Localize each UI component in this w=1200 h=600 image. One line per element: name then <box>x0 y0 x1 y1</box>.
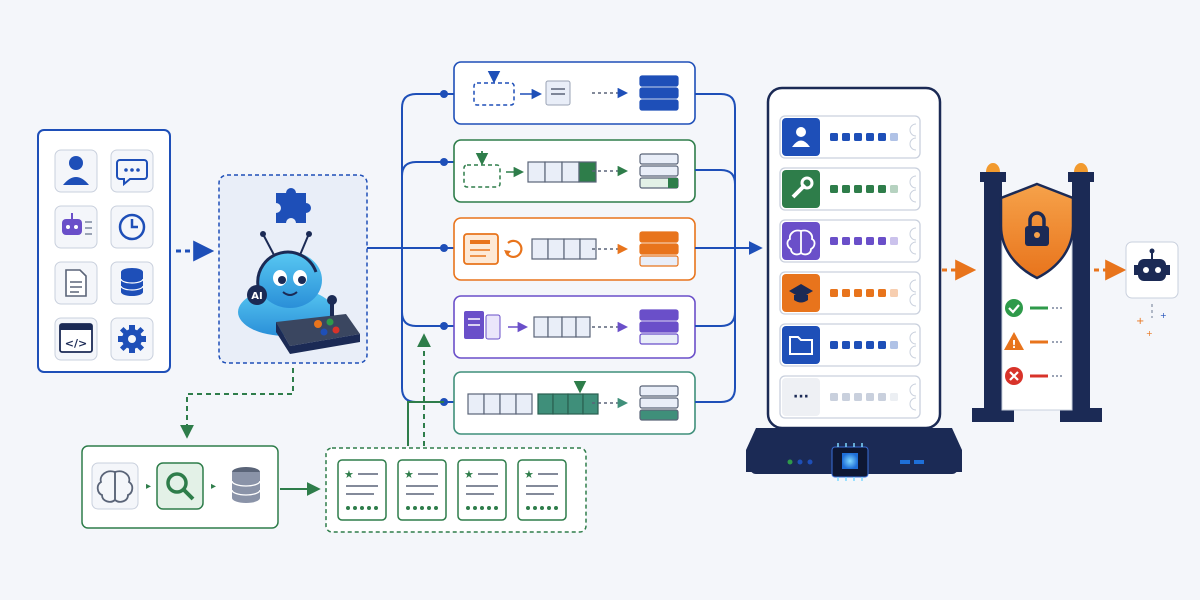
pipeline-rows <box>453 61 696 435</box>
token-cell <box>547 238 565 260</box>
token-cell <box>578 161 597 183</box>
pipeline-orange <box>453 217 696 281</box>
star-icon: ★ <box>344 468 354 481</box>
token-cell-filled <box>552 393 569 415</box>
svg-text:+: + <box>1146 329 1153 338</box>
result-card: ★ <box>517 459 567 521</box>
token-cell <box>467 393 485 415</box>
token-cell <box>527 161 546 183</box>
token-cell <box>563 238 581 260</box>
skill-slot <box>779 167 921 211</box>
more-glyph: ··· <box>793 389 809 405</box>
output-stack <box>639 153 679 189</box>
skill-slots: ··· <box>779 115 921 419</box>
refresh-icon <box>504 239 523 259</box>
token-cell-filled <box>582 393 599 415</box>
warning-icon: ! <box>1004 332 1064 351</box>
clock-icon <box>110 205 154 249</box>
skill-slot <box>779 323 921 367</box>
svg-text:!: ! <box>1011 338 1016 351</box>
gear-icon <box>110 317 154 361</box>
brain-icon <box>91 462 139 510</box>
token-cell <box>533 316 549 338</box>
output-stack <box>639 75 679 111</box>
wrench-icon <box>782 170 820 208</box>
output-stack <box>639 231 679 267</box>
user-icon <box>54 149 98 193</box>
star-icon: ★ <box>404 468 414 481</box>
code-glyph: </> <box>65 337 87 350</box>
skill-slot <box>779 271 921 315</box>
token-cell <box>483 393 501 415</box>
bot-icon <box>54 205 98 249</box>
token-cell <box>531 238 549 260</box>
robot-icon <box>1125 241 1179 299</box>
merge-connectors <box>695 93 763 403</box>
game-controller-icon <box>276 295 360 354</box>
sparkle-decoration: + + + <box>1136 304 1167 338</box>
assistant-panel: AI <box>218 174 368 364</box>
security-gate: ! <box>972 163 1102 422</box>
token-cell <box>499 393 517 415</box>
retrieval-arrow-1: ▸ <box>146 481 151 492</box>
document-icon <box>463 233 499 265</box>
graduation-cap-icon <box>782 274 820 312</box>
document-icon <box>54 261 98 305</box>
pipeline-green <box>453 139 696 203</box>
result-card: ★ <box>397 459 447 521</box>
brain-icon <box>782 222 820 260</box>
star-icon: ★ <box>524 468 534 481</box>
check-circle-icon <box>1005 299 1064 317</box>
token-cell <box>515 393 533 415</box>
skill-slot <box>779 219 921 263</box>
star-icon: ★ <box>464 468 474 481</box>
pipeline-teal <box>453 371 696 435</box>
output-stack <box>639 385 679 421</box>
retrieval-arrow-2: ▸ <box>211 481 216 492</box>
skill-slot: ··· <box>779 375 921 419</box>
ranked-results-panel: ★ ★ ★ ★ <box>325 447 587 533</box>
document-icon <box>545 80 571 106</box>
skill-device: ··· <box>746 86 962 481</box>
token-cell-filled <box>537 393 554 415</box>
token-cell <box>561 161 580 183</box>
ai-badge: AI <box>251 291 262 302</box>
search-icon <box>156 462 204 510</box>
chat-icon <box>110 149 154 193</box>
ai-headset-icon: AI <box>247 250 318 305</box>
token-cell-filled <box>567 393 584 415</box>
x-circle-icon <box>1005 367 1064 385</box>
code-icon: </> <box>54 317 98 361</box>
check-list: ! <box>1004 299 1064 385</box>
user-icon <box>782 118 820 156</box>
svg-text:+: + <box>1160 311 1167 320</box>
input-sources-panel: </> <box>37 129 171 373</box>
token-cell <box>544 161 563 183</box>
retrieval-dashed-arrow <box>180 368 294 439</box>
folder-icon <box>782 326 820 364</box>
skill-slot <box>779 115 921 159</box>
pipeline-purple <box>453 295 696 359</box>
result-card: ★ <box>337 459 387 521</box>
puzzle-icon <box>276 188 311 223</box>
token-cell <box>561 316 577 338</box>
token-cell <box>575 316 591 338</box>
svg-text:+: + <box>1136 316 1144 327</box>
result-card: ★ <box>457 459 507 521</box>
more-icon: ··· <box>782 378 820 416</box>
branch-dots <box>440 90 448 406</box>
database-icon <box>231 467 261 503</box>
retrieval-panel: ▸ ▸ <box>81 445 279 529</box>
database-icon <box>110 261 154 305</box>
chip-icon <box>831 443 869 481</box>
token-cell <box>547 316 563 338</box>
stacked-docs-icon <box>464 311 501 340</box>
shield-lock-icon <box>999 182 1075 280</box>
results-to-pipeline-line <box>407 401 444 446</box>
pipeline-blue <box>453 61 696 125</box>
output-stack <box>639 309 679 345</box>
token-cell <box>579 238 597 260</box>
